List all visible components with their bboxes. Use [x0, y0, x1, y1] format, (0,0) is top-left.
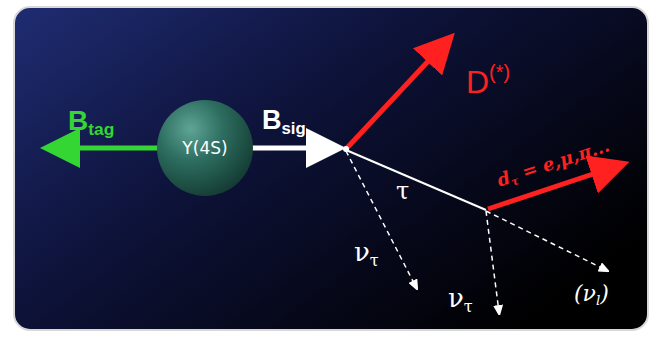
bsig-arrow — [252, 146, 336, 151]
particle-label: τ — [396, 178, 409, 204]
neutrino-line — [486, 211, 606, 270]
neutrino-line — [486, 211, 499, 312]
d-meson-arrow — [346, 40, 448, 149]
neutrino-label: ντ — [354, 238, 379, 270]
neutrino-label: ντ — [448, 284, 473, 316]
vertex-dot — [343, 146, 349, 152]
neutrino-label: (νl) — [574, 282, 609, 308]
particle-label: D(*) — [466, 62, 510, 100]
tau-line — [346, 150, 486, 210]
resonance-name: Υ(4S) — [182, 138, 227, 158]
background-panel — [14, 7, 648, 330]
particle-label: Btag — [68, 106, 114, 139]
particle-label: Bsig — [262, 106, 306, 138]
btag-arrow — [50, 146, 160, 151]
resonance-sphere: Υ(4S) — [157, 100, 253, 196]
neutrino-line — [346, 151, 416, 287]
